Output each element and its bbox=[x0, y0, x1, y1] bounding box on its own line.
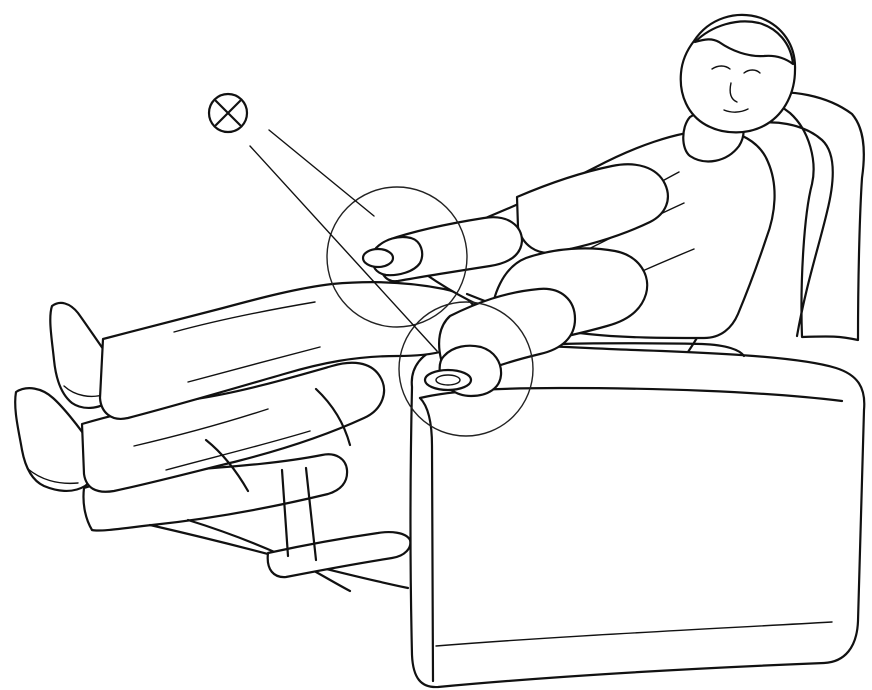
prohibited-mark-x bbox=[216, 101, 240, 125]
chair-backrest bbox=[760, 92, 864, 340]
mechanism-bracket bbox=[268, 532, 411, 577]
leader-line-upper bbox=[269, 130, 374, 216]
armrest-control-button-lower bbox=[425, 370, 471, 390]
armrest-control-button-upper bbox=[363, 249, 393, 267]
